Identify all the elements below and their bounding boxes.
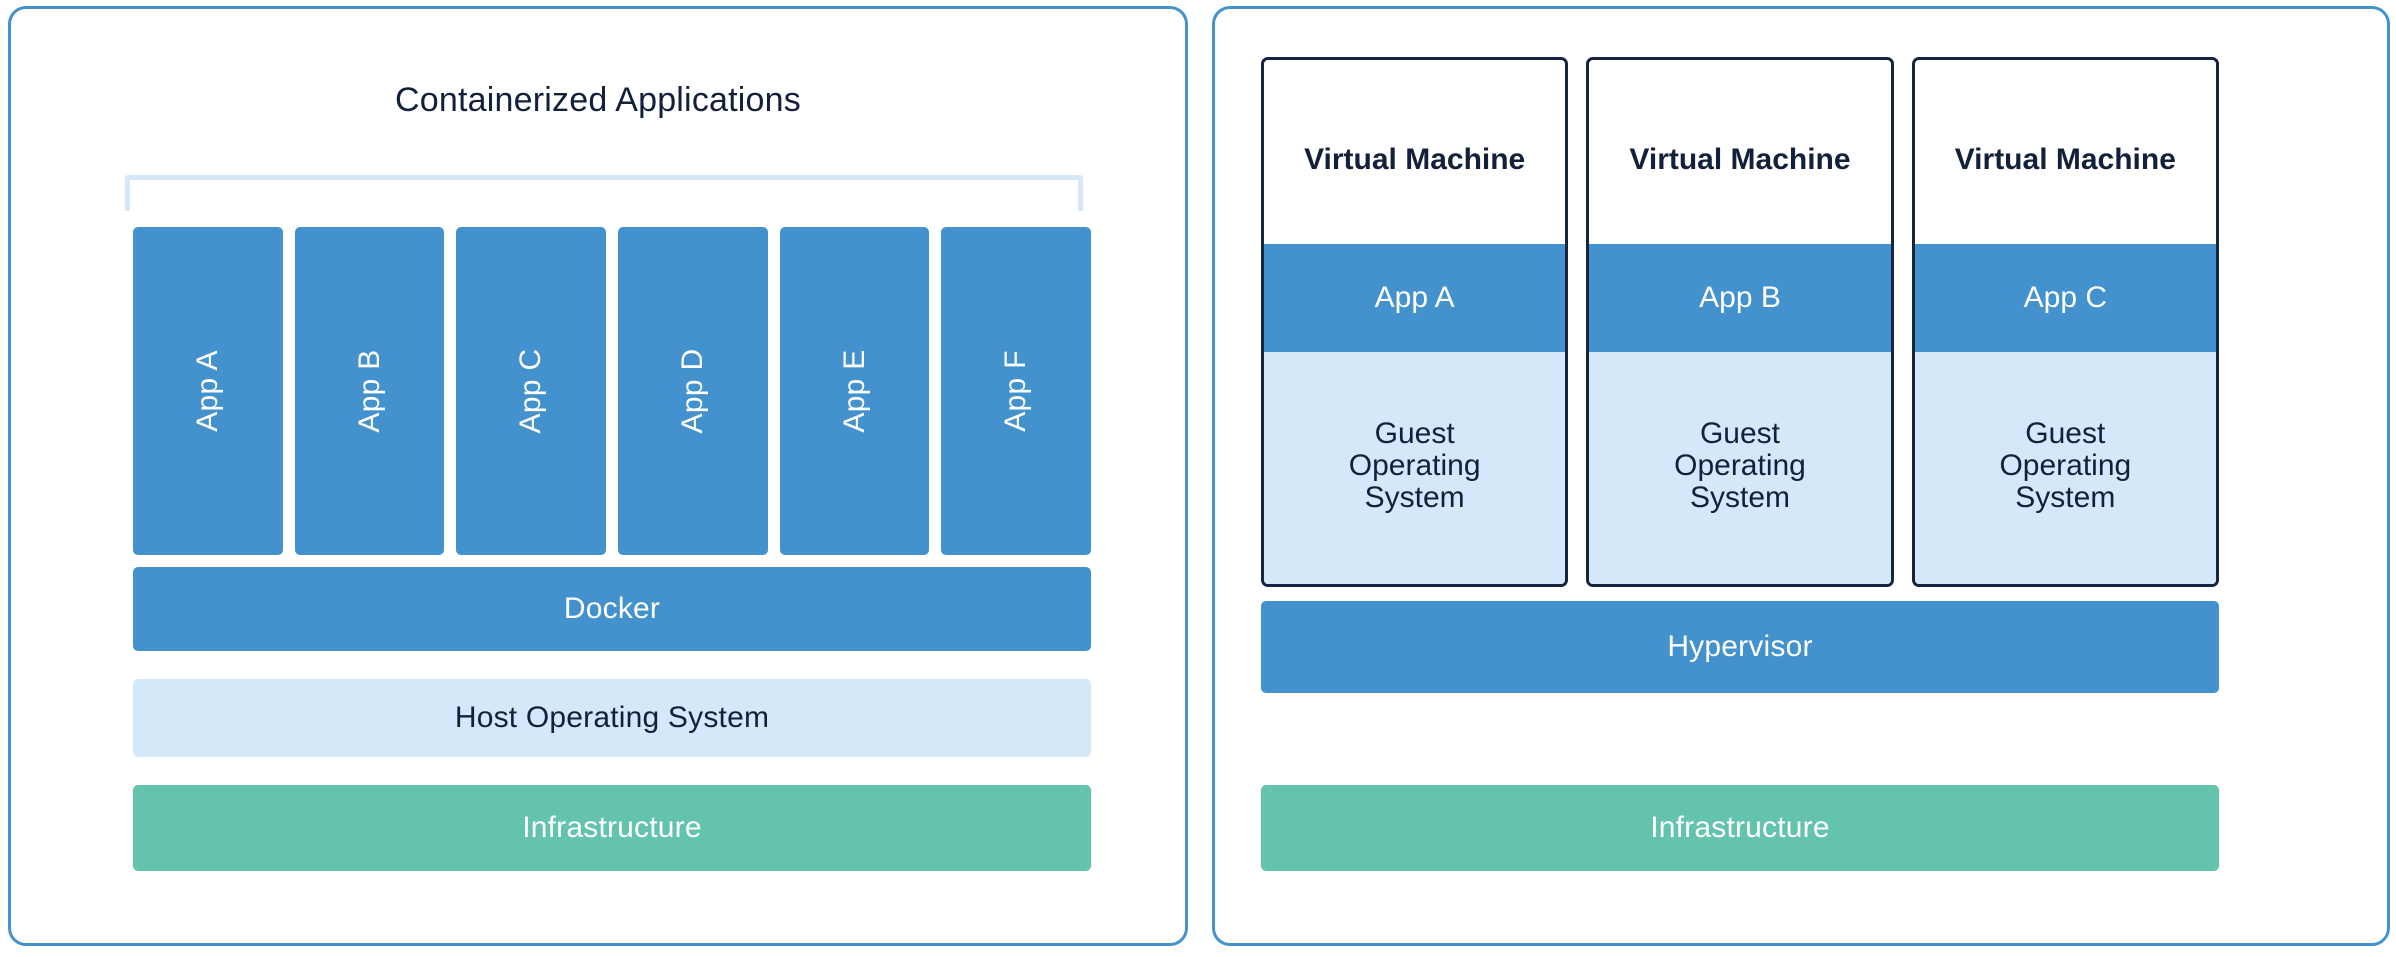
virtual-machine-title: Virtual Machine	[1304, 143, 1526, 176]
virtual-machine-title: Virtual Machine	[1629, 143, 1851, 176]
container-app-columns: App A App B App C App D App E App F	[133, 227, 1092, 555]
docker-layer[interactable]: Docker	[133, 567, 1091, 651]
container-app-column[interactable]: App A	[133, 227, 283, 555]
container-app-column[interactable]: App F	[941, 227, 1092, 555]
virtual-machine-app: App C	[1914, 244, 2216, 352]
container-app-label: App D	[675, 348, 709, 434]
container-app-label: App B	[352, 349, 386, 433]
containers-panel: Containerized Applications App A App B A…	[8, 6, 1188, 946]
container-app-label: App C	[514, 348, 548, 434]
virtual-machine-app: App A	[1264, 244, 1566, 352]
hypervisor-layer[interactable]: Hypervisor	[1261, 601, 2219, 693]
container-app-column[interactable]: App C	[456, 227, 607, 555]
container-app-label: App E	[837, 349, 871, 433]
infrastructure-layer-vms[interactable]: Infrastructure	[1261, 785, 2219, 871]
virtual-machine-title: Virtual Machine	[1954, 143, 2176, 176]
container-app-column[interactable]: App E	[779, 227, 930, 555]
infrastructure-layer-containers[interactable]: Infrastructure	[133, 785, 1091, 871]
container-app-label: App F	[999, 350, 1033, 432]
container-app-column[interactable]: App B	[294, 227, 445, 555]
container-app-label: App A	[190, 350, 224, 432]
host-operating-system-layer[interactable]: Host Operating System	[133, 679, 1091, 757]
container-app-column[interactable]: App D	[618, 227, 768, 555]
containers-bracket	[125, 175, 1083, 211]
virtual-machine-app: App B	[1589, 244, 1891, 352]
containers-panel-title: Containerized Applications	[395, 81, 801, 119]
